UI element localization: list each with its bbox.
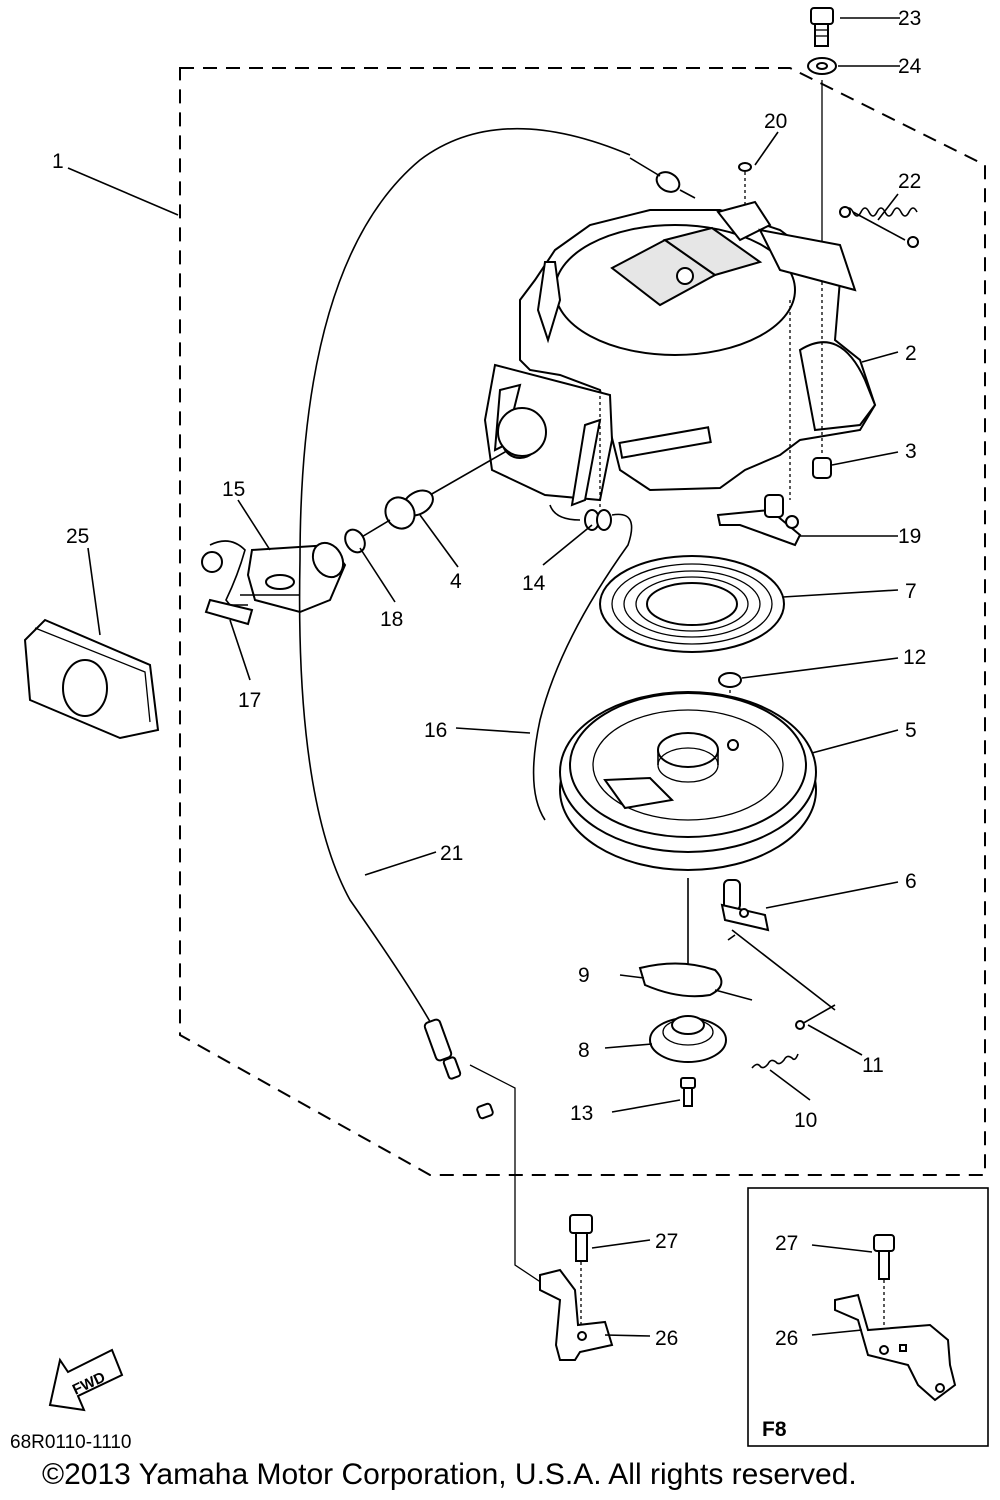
part-21-cable-end-bottom <box>423 1018 494 1120</box>
part-21-cable-end-top <box>629 157 696 199</box>
callout-8: 8 <box>578 1039 590 1062</box>
callout-22: 22 <box>898 170 921 193</box>
callout-19: 19 <box>898 525 921 548</box>
part-12-clip <box>718 672 742 745</box>
part-24-washer <box>807 57 837 75</box>
fwd-arrow-icon: FWD <box>48 1348 124 1412</box>
callout-11: 11 <box>862 1054 884 1077</box>
callout-6: 6 <box>905 870 917 893</box>
part-16-cable <box>532 513 633 821</box>
leader-lines <box>67 17 900 1337</box>
callout-23: 23 <box>898 7 921 30</box>
inset-part-26-bracket <box>834 1293 957 1402</box>
part-25-cover <box>23 618 160 740</box>
part-23-bolt <box>810 7 834 47</box>
part-17-clip <box>201 540 254 626</box>
callout-17: 17 <box>238 689 261 712</box>
part-14-grommet <box>549 504 612 531</box>
callout-12: 12 <box>903 646 926 669</box>
inset-callout-26: 26 <box>775 1327 798 1350</box>
callout-10: 10 <box>794 1109 817 1132</box>
part-8-drive-plate <box>649 1015 727 1063</box>
inset-part-27-bolt <box>873 1234 895 1350</box>
part-3-pin <box>812 457 832 479</box>
part-6-pawl <box>720 879 836 1011</box>
part-4-cable-fitting <box>384 407 547 530</box>
callout-labels: 1 2 3 4 5 6 7 8 9 10 11 12 13 14 15 16 1… <box>52 7 926 1441</box>
callout-5: 5 <box>905 719 917 742</box>
part-21-cable <box>298 127 631 1041</box>
callout-25: 25 <box>66 525 89 548</box>
part-20-fitting <box>738 162 752 205</box>
part-26-bracket <box>539 1268 614 1361</box>
assembly-boundary <box>179 67 986 1176</box>
part-27-bolt <box>569 1214 593 1330</box>
inset-box <box>747 1187 989 1447</box>
part-10-spring <box>751 1053 799 1069</box>
part-11-spring-pin <box>795 1004 836 1030</box>
callout-21: 21 <box>440 842 463 865</box>
callout-15: 15 <box>222 478 245 501</box>
callout-9: 9 <box>578 964 590 987</box>
part-9-plate <box>638 962 723 998</box>
callout-27: 27 <box>655 1230 678 1253</box>
callout-1: 1 <box>52 150 64 173</box>
callout-26: 26 <box>655 1327 678 1350</box>
part-22-spring <box>839 206 919 248</box>
callout-7: 7 <box>905 580 917 603</box>
part-20-bracket <box>716 200 857 292</box>
inset-label: F8 <box>762 1418 787 1441</box>
callout-2: 2 <box>905 342 917 365</box>
callout-20: 20 <box>764 110 787 133</box>
callout-16: 16 <box>424 719 447 742</box>
callout-3: 3 <box>905 440 917 463</box>
part-2-starter-housing <box>483 209 877 510</box>
copyright-notice: ©2013 Yamaha Motor Corporation, U.S.A. A… <box>42 1458 857 1491</box>
part-7-spiral-spring <box>599 555 785 653</box>
inset-callout-27: 27 <box>775 1232 798 1255</box>
callout-13: 13 <box>570 1102 593 1125</box>
part-19-lever <box>716 494 802 547</box>
callout-14: 14 <box>522 572 546 595</box>
part-5-pulley <box>559 691 817 871</box>
callout-4: 4 <box>450 570 462 593</box>
diagram-code: 68R0110-1110 <box>10 1432 132 1453</box>
callout-18: 18 <box>380 608 403 631</box>
part-15-bracket <box>240 541 347 614</box>
callout-24: 24 <box>898 55 922 78</box>
part-13-screw <box>680 1077 696 1107</box>
part-18-collar <box>344 519 391 554</box>
